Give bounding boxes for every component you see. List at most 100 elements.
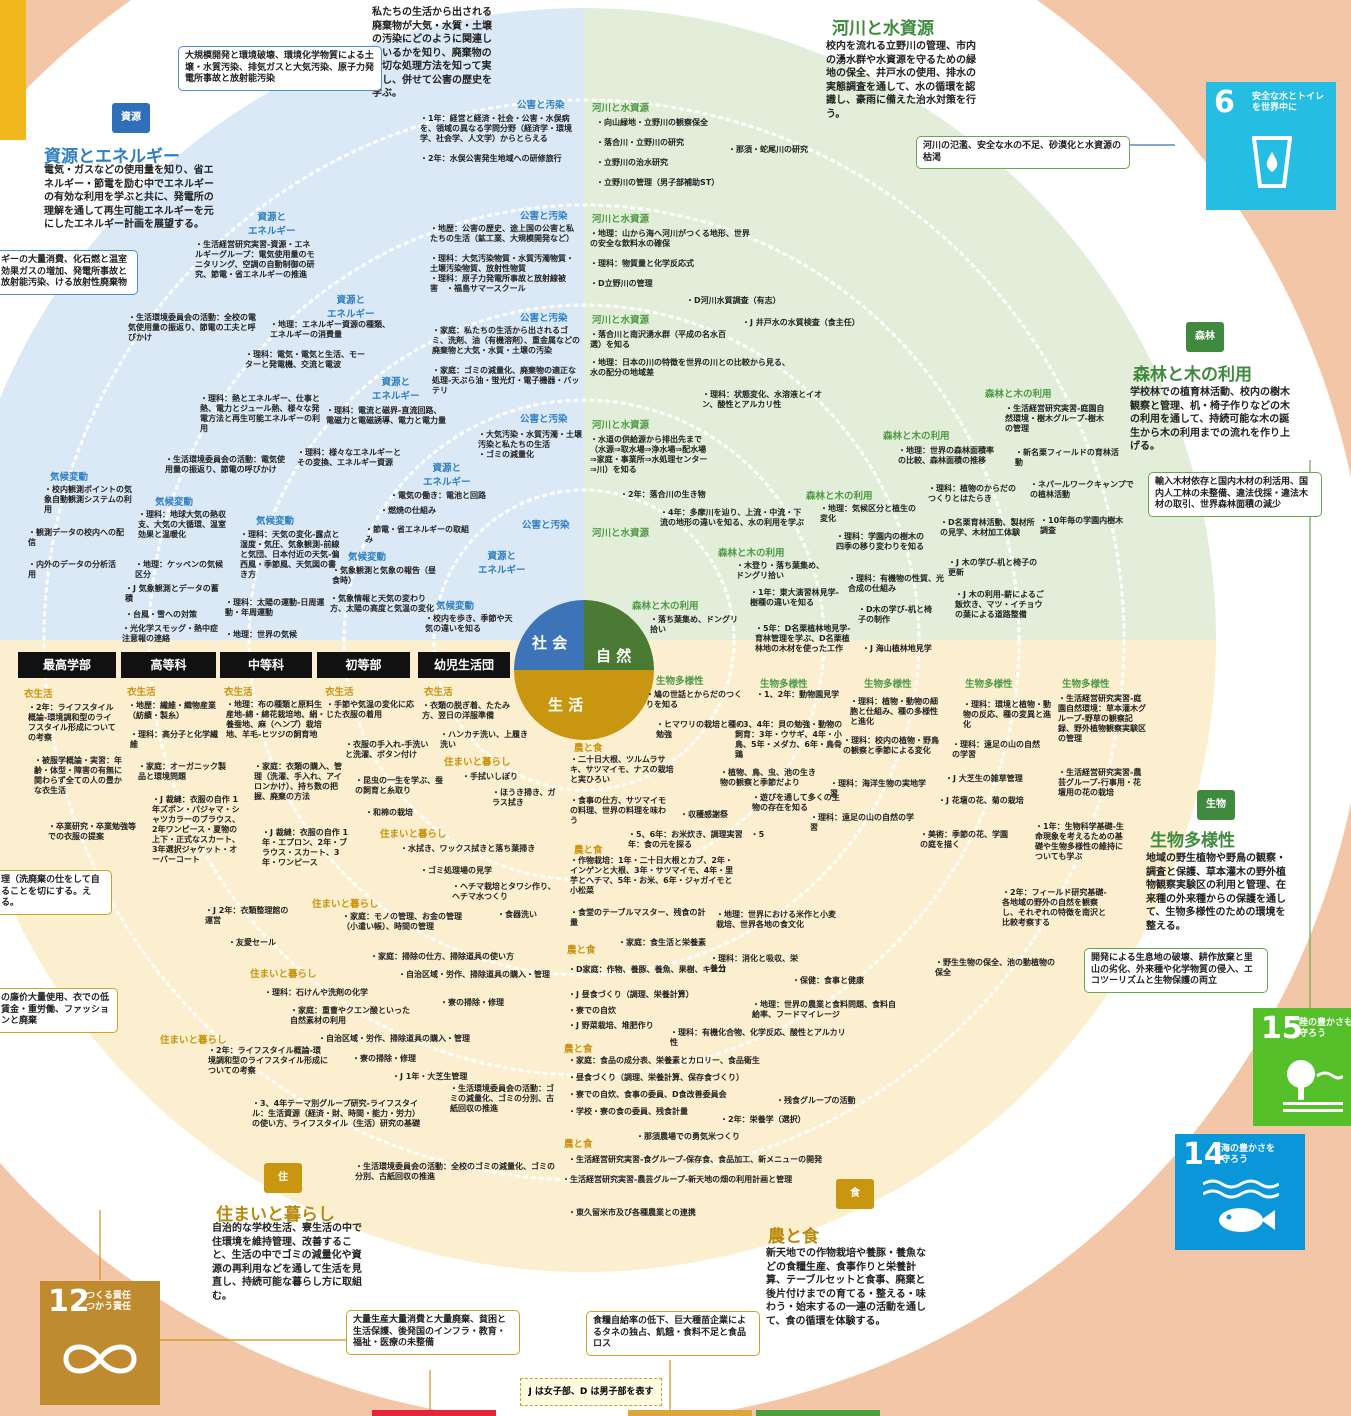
sec-forest-2: 森林と木の利用 — [883, 431, 950, 442]
sec-bio-5-text: ・鳩の世話とからだのつくりを知る — [646, 690, 742, 709]
sec-bio-4-text: ・1、2年：動物園見学 — [756, 690, 840, 699]
sec-food-3: 農と食 — [567, 945, 596, 956]
sec-energy-1: 資源と エネルギー — [248, 212, 296, 237]
sec-house-4-text: ・水拭き、ワックス拭きと落ち葉掃き — [400, 844, 536, 853]
sec-energy-2-text3: ・理科：熱とエネルギー、仕事と熱、電力とジュール熱、様々な発電方法と再生可能エネ… — [200, 394, 320, 433]
sec-climate-2-text5: ・光化学スモッグ・熱中症注意報の連絡 — [122, 624, 218, 643]
sec-climate-2-text4: ・台風・雪への対策 — [125, 610, 197, 619]
sec-energy-2: 資源と エネルギー — [327, 295, 375, 320]
sec-forest-2-text5: ・J 木の利用-薪によるご飯炊き、マツ・イチョウの葉による道路整備 — [955, 590, 1044, 619]
sec-food-3-text3: ・理科：消化と吸収、栄養分 — [710, 954, 798, 973]
sec-river-3: 河川と水資源 — [592, 315, 650, 326]
sec-cloth-2-text3: ・家庭：オーガニック製品と環境問題 — [138, 762, 226, 781]
sec-house-2-text4: ・寮の掃除・修理 — [352, 1054, 416, 1063]
sec-food-1-text2: ・生活経営研究実習-食グループ-保存食、食品加工、新メニューの開発 — [568, 1155, 823, 1164]
sec-house-3-text2: ・家庭：掃除の仕方、掃除道具の使い方 — [370, 952, 514, 961]
center-society-label: 社 会 — [532, 634, 568, 652]
sec-climate-3-text2: ・理科：太陽の運動-日周運動・年周運動 — [225, 598, 325, 617]
sdg6-number: 6 — [1214, 85, 1235, 120]
sec-food-2-text3: ・寮での自炊、食事の委員、D食改善委員会 — [568, 1090, 727, 1099]
sec-house-1-text2: ・3、4年テーマ別グループ研究-ライフスタイル：生活資源（経済・財、時間・能力・… — [252, 1099, 420, 1128]
sec-house-4-text2: ・ゴミ処理場の見学 — [420, 866, 492, 875]
sec-bio-1-text2: ・生活経営研究実習-農芸グループ-行事用・花壇用の花の栽培 — [1058, 768, 1142, 797]
sec-cloth-4-text: ・手節や気温の変化に応じた衣服の着用 — [326, 700, 414, 719]
sec-food-1-text4: ・東久留米市及び各種農業との連携 — [568, 1208, 696, 1217]
badge-resource: 資源 — [112, 103, 150, 133]
level-graduate: 最高学部 — [18, 652, 116, 678]
sec-energy-4-text3: ・節電・省エネルギーの取組み — [365, 525, 469, 544]
sec-cloth-3-text2: ・家庭：衣類の購入、管理（洗濯、手入れ、アイロンかけ）、持ち数の把握、廃棄の方法 — [254, 762, 342, 801]
sec-food-2-text: ・家庭：食品の成分表、栄養素とカロリー、食品衛生 — [568, 1056, 760, 1065]
sec-food-5-text3: ・収穫感謝祭 — [680, 810, 728, 819]
sec-pollution-5: 公害と汚染 — [522, 520, 570, 531]
house-issue-box: 大量生産大量消費と大量廃棄、貧困と生活保護、後発国のインフラ・教育・福祉・医療の… — [346, 1310, 520, 1356]
bio-heading: 生物多様性 — [1150, 831, 1235, 851]
sec-river-1-text2: ・那須・蛇尾川の研究 — [728, 145, 808, 154]
sec-food-3-text9: ・理科：有機化合物、化学反応、酸性とアルカリ性 — [670, 1028, 846, 1047]
water-glass-icon — [1251, 136, 1293, 188]
sec-cloth-2-text4: ・J 裁縫：衣服の自作 1年ズボン・パジャマ・シャツカラーのブラウス、2年ワンピ… — [152, 795, 240, 864]
sec-climate-4-text: ・気象観測と気象の報告（昼食時） — [332, 566, 436, 585]
sec-bio-1-text3: ・1年：生物科学基礎-生命現象を考えるための基礎や生物多様性の維持についても学ぶ — [1035, 822, 1124, 861]
sec-forest-4-text2: ・1年：東大演習林見学-樹種の違いを知る — [750, 588, 839, 607]
sec-cloth-2-text6: ・友愛セール — [228, 938, 276, 947]
sec-climate-2-text: ・理科：地球大気の熱収支、大気の大循環、温室効果と温暖化 — [138, 510, 226, 539]
sec-forest-4: 森林と木の利用 — [718, 548, 785, 559]
sdg14-tile: 14 海の豊かさを 守ろう — [1175, 1134, 1305, 1250]
sec-food-3-text8: ・J 野菜栽培、堆肥作り — [568, 1021, 654, 1030]
sec-pollution-1: 公害と汚染 — [517, 100, 565, 111]
sec-energy-3-text2: ・理科：様々なエネルギーとその変換、エネルギー資源 — [297, 448, 401, 467]
forest-issue-box: 輸入木材依存と国内木材の利活用、国内人工林の未整備、違法伐採・違法木材の取引、世… — [1148, 472, 1322, 518]
sec-forest-4-text3: ・5年：D名栗植林地見学-育林管理を学ぶ、D名栗植林地の木材を使った工作 — [755, 624, 851, 653]
sec-river-4-text2: ・2年：落合川の生き物 — [620, 490, 706, 499]
sec-forest-3: 森林と木の利用 — [806, 491, 873, 502]
sec-cloth-1: 衣生活 — [24, 689, 53, 700]
sec-cloth-2-text: ・地歴：繊維・織物産業（紡績・製糸） — [128, 701, 216, 720]
sector-green-nature — [584, 8, 1216, 640]
sec-forest-1-text: ・生活経営研究実習-庭園自然環境・樹木グループ-樹木の管理 — [1005, 404, 1105, 433]
sec-house-2: 住まいと暮らし — [250, 969, 317, 980]
sec-river-3-text4: ・理科：状態変化、水溶液とイオン、酸性とアルカリ性 — [702, 390, 822, 409]
sec-bio-5-text2: ・ヒマワリの栽培と種の勉強 — [656, 720, 744, 739]
sec-house-1-text: ・2年：ライフスタイル概論-環境調和型のライフスタイル形成についての考察 — [208, 1046, 328, 1075]
sdg12-tile: 12 つくる責任 つかう責任 — [40, 1281, 160, 1405]
food-caption: 新天地での作物栽培や養豚・養魚などの食糧生産、食事作りと栄養計算、テーブルセット… — [766, 1248, 926, 1327]
sec-energy-1-text: ・生活経営研究実習-資源・エネルギーグループ：電気使用量のモニタリング、空調の自… — [195, 240, 315, 279]
sec-house-3: 住まいと暮らし — [312, 899, 379, 910]
sec-pollution-2-text: ・地歴：公害の歴史、途上国の公害と私たちの生活（鉱工業、大規模開発など） ・理科… — [430, 224, 574, 293]
house-caption: 自治的な学校生活、寮生活の中で住環境を維持管理、改善すること、生活の中でゴミの減… — [212, 1223, 362, 1302]
badge-bio: 生物 — [1197, 790, 1235, 820]
fish-icon — [1203, 1179, 1279, 1232]
sec-climate-4: 気候変動 — [348, 552, 387, 563]
sec-bio-3-text4: ・理科：遠足の山の自然の学習 — [810, 813, 914, 832]
sec-energy-4-text2: ・燃焼の仕組み — [380, 506, 436, 515]
sdg15-tile: 15 陸の豊かさも 守ろう — [1253, 1008, 1351, 1126]
legend-note: J は女子部、D は男子部を表す — [520, 1378, 662, 1406]
sec-climate-1-text: ・校内観測ポイントの気象自動観測システムの利用 — [44, 485, 132, 514]
sec-cloth-4-text4: ・和棉の栽培 — [365, 808, 413, 817]
sec-river-2: 河川と水資源 — [592, 214, 650, 225]
sec-forest-3-text2: ・理科：学園内の樹木の四季の移り変わりを知る — [836, 532, 924, 551]
sec-cloth-1-text2: ・被服学概論・実習：年齢・体型・障害の有無に関わらず全ての人の豊かな衣生活 — [34, 756, 122, 795]
sdg15-label: 陸の豊かさも 守ろう — [1299, 1018, 1351, 1039]
sec-climate-2: 気候変動 — [155, 497, 194, 508]
sec-cloth-1-text3: ・卒業研究・卒業勉強等での衣服の提案 — [48, 822, 136, 841]
sec-bio-4-text4: ・遊びを通して多くの生物の存在を知る — [752, 793, 840, 812]
sec-house-4-text3: ・ヘチマ栽培とタワシ作り、ヘチマ水つくり — [452, 882, 556, 901]
sec-forest-1-text3: ・ネパールワークキャンプでの植林活動 — [1030, 480, 1134, 499]
sec-river-5: 河川と水資源 — [592, 528, 650, 539]
sec-river-2-text2: ・D河川水質調査（有志） — [686, 296, 781, 305]
sec-energy-3-text: ・理科：電流と磁界-直流回路、電磁力と電磁誘導、電力と電力量 — [326, 406, 446, 425]
sec-house-3-text4: ・寮の掃除・修理 — [440, 998, 504, 1007]
sec-food-2: 農と食 — [564, 1044, 593, 1055]
sec-climate-2-text2: ・地理：ケッペンの気候区分 — [135, 560, 223, 579]
energy-issue-box: ギーの大量消費、化石燃と温室効果ガスの増加、発電所事故と放射能汚染、ける放射性廃… — [0, 250, 138, 296]
sector-gold-life — [0, 640, 1216, 1272]
sec-cloth-2: 衣生活 — [127, 687, 156, 698]
sec-house-5-text: ・手拭いしぼり — [462, 772, 518, 781]
sec-forest-3-text5: ・J 海山植林地見学 — [862, 644, 932, 653]
sec-forest-2-text: ・地理：世界の森林面積率の比較、森林面積の推移 — [898, 446, 994, 465]
sec-river-3-text2: ・J 井戸水の水質検査（食主任） — [742, 318, 860, 327]
sec-pollution-4: 公害と汚染 — [520, 414, 568, 425]
sec-energy-2-text: ・地理：エネルギー資源の種類、エネルギーの消費量 — [270, 320, 390, 339]
